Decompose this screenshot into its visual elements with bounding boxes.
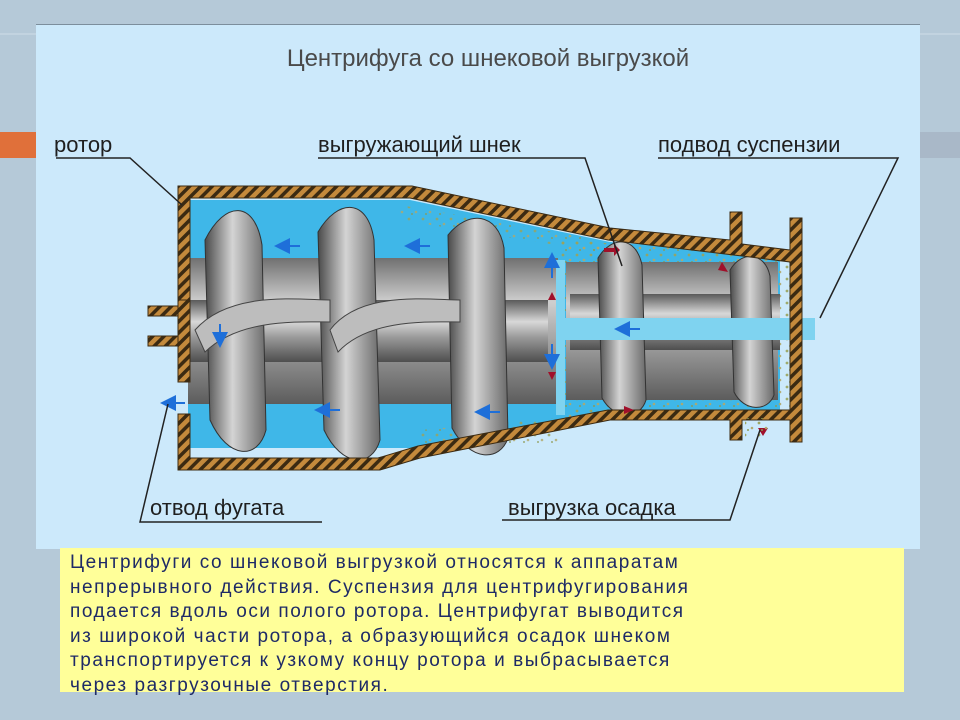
- caption-line: из широкой части ротора, а образующийся …: [70, 625, 672, 647]
- label-fugate: отвод фугата: [150, 495, 285, 520]
- caption-line: подается вдоль оси полого ротора. Центри…: [70, 601, 685, 622]
- diagram-title: Центрифуга со шнековой выгрузкой: [287, 45, 689, 72]
- leader-line-sediment: [502, 429, 761, 521]
- leader-line-fugate: [139, 403, 322, 523]
- flow-arrow-red: [718, 262, 728, 272]
- feed-channel: [556, 260, 815, 415]
- flow-arrow-red: [548, 292, 556, 300]
- decor-gray-bar: [920, 132, 960, 158]
- decor-orange-bar: [0, 132, 36, 158]
- helix-band: [329, 298, 461, 353]
- sediment-outlet: [745, 418, 771, 438]
- left-wall: [177, 299, 191, 383]
- helix-band: [194, 298, 331, 353]
- screw-flight: [447, 217, 509, 456]
- sediment-region-upper: [400, 205, 600, 252]
- leader-line-screw: [318, 157, 623, 267]
- rotor-housing: [177, 185, 803, 471]
- caption-line: через разгрузочные отверстия.: [70, 674, 390, 696]
- caption-line: непрерывного действия. Суспензия для цен…: [70, 576, 690, 598]
- leader-line-feed: [658, 157, 900, 319]
- label-feed: подвод суспензии: [658, 132, 840, 157]
- caption-box: Центрифуги со шнековой выгрузкой относят…: [60, 548, 904, 696]
- label-sediment: выгрузка осадка: [508, 495, 676, 520]
- caption-line: транспортируется к узкому концу ротора и…: [70, 650, 671, 671]
- caption-line: Центрифуги со шнековой выгрузкой относят…: [70, 552, 680, 573]
- flow-arrow-red: [548, 372, 556, 380]
- label-screw: выгружающий шнек: [318, 132, 521, 157]
- flow-arrow-red: [624, 406, 634, 414]
- label-rotor: ротор: [54, 132, 112, 157]
- leader-line-rotor: [56, 157, 183, 206]
